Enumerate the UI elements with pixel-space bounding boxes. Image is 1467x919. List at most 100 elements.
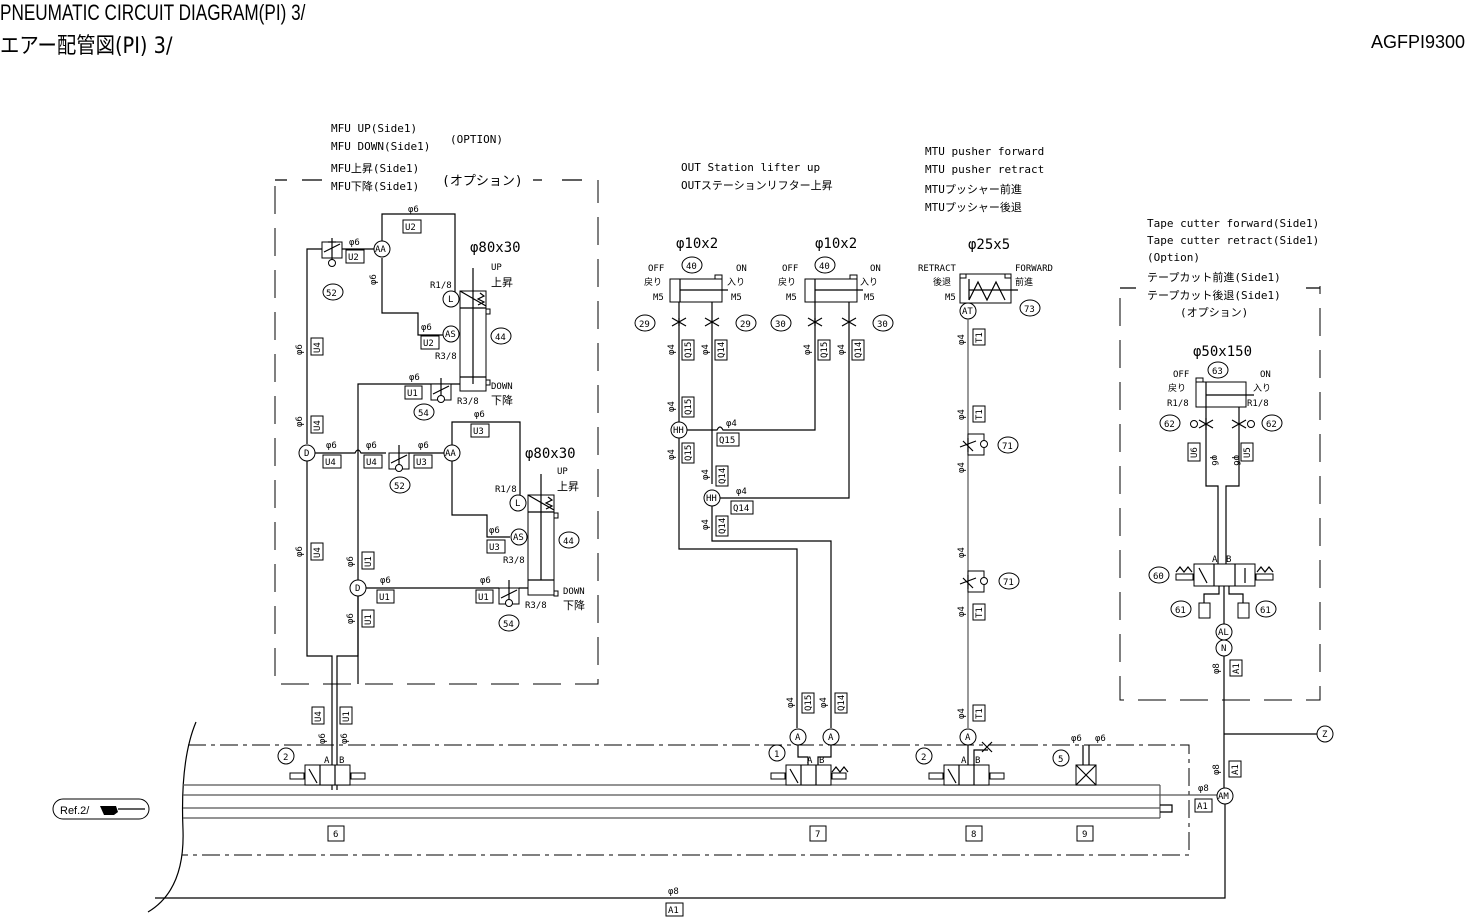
station-8-label: 8 xyxy=(971,830,976,840)
cushion xyxy=(485,308,491,315)
ref-63-label: 63 xyxy=(1212,367,1223,377)
mfu-enclosure xyxy=(274,180,599,685)
tube-tag-u3: U3 xyxy=(489,543,500,553)
tube-tag-u2: U2 xyxy=(348,253,359,263)
tube-tag xyxy=(322,454,342,469)
off-label-jp: 戻り xyxy=(644,276,662,288)
diagram-title-en: PNEUMATIC CIRCUIT DIAGRAM(PI) 3/ xyxy=(0,0,306,25)
tube-size: φ4 xyxy=(736,487,747,497)
mtu-cylinder-size: φ25x5 xyxy=(968,237,1010,253)
tube-tag xyxy=(404,385,423,400)
tape-cutter-group: Tape cutter forward(Side1) Tape cutter r… xyxy=(1119,217,1321,788)
tube-tag-q15: Q15 xyxy=(684,445,694,461)
ref-link-label[interactable]: Ref.2/ xyxy=(60,805,90,817)
ref-30b-label: 30 xyxy=(877,320,888,330)
ref-60-label: 60 xyxy=(1153,572,1164,582)
ref-valve-2a-label: 2 xyxy=(283,753,288,763)
connector-z xyxy=(1316,725,1334,743)
mfu-label-jp-1: MFU上昇(Side1) xyxy=(331,162,419,175)
cylinder-port-side: R3/8 xyxy=(435,352,457,362)
manifold-enclosure xyxy=(182,744,1190,856)
ref-valve-2b xyxy=(915,747,933,765)
ref-valve-2a xyxy=(277,747,295,765)
cylinder-size: φ10x2 xyxy=(676,236,718,252)
tube-tag-u4: U4 xyxy=(325,458,336,468)
mtu-label-jp-1: MTUプッシャー前進 xyxy=(925,182,1022,196)
fitting-as-1-label: AS xyxy=(445,330,456,340)
spring-symbol xyxy=(544,496,554,510)
tube-size: φ6 xyxy=(1231,455,1241,466)
fitting-a-3-label: A xyxy=(965,733,971,743)
ref-44b xyxy=(558,531,580,549)
tube-size: φ6 xyxy=(295,416,305,427)
cushion xyxy=(553,512,559,519)
tube-tag xyxy=(413,454,433,469)
port-b: B xyxy=(819,756,824,766)
port-label: M5 xyxy=(731,293,742,303)
tube-tag xyxy=(716,432,740,447)
document-id: AGFPI9300 xyxy=(1370,32,1465,52)
fitting-as-1 xyxy=(442,325,460,343)
silencer-a xyxy=(1198,602,1211,619)
tube-tag xyxy=(834,692,848,714)
ref-61a xyxy=(1170,600,1192,618)
ref-62a xyxy=(1159,414,1181,432)
tube-tag-q14: Q14 xyxy=(837,695,847,711)
tube-tag xyxy=(1240,442,1254,462)
valve-springs xyxy=(1175,566,1274,573)
tube-size: φ6 xyxy=(1209,455,1219,466)
fitting-aa-1 xyxy=(373,240,391,258)
tube-u2-upper xyxy=(381,213,456,292)
station-7-label: 7 xyxy=(815,830,820,840)
off-label: OFF xyxy=(648,264,664,274)
station-9-tag xyxy=(1076,825,1094,842)
ref-61b xyxy=(1255,600,1277,618)
tube-tag xyxy=(730,500,754,515)
tape-cutter-option-en: (Option) xyxy=(1147,251,1200,264)
port-label: M5 xyxy=(945,293,956,303)
ref-valve-1-label: 1 xyxy=(774,750,779,760)
tube-tag-a1: A1 xyxy=(1197,802,1208,812)
ref-link[interactable]: Ref.2/ xyxy=(52,798,150,820)
ref-40a xyxy=(681,256,703,274)
throttle-symbol xyxy=(959,575,977,589)
ref-link-frame[interactable] xyxy=(52,798,150,820)
fitting-aa-2-label: AA xyxy=(445,449,456,459)
ref-61a-label: 61 xyxy=(1175,606,1186,616)
cushion xyxy=(849,274,858,280)
tube-tag-q14: Q14 xyxy=(718,468,728,484)
tube-tag xyxy=(715,465,729,487)
ref-63 xyxy=(1207,361,1229,379)
tube-tag-q14: Q14 xyxy=(733,504,749,514)
tube-size: φ6 xyxy=(409,373,420,383)
out-station-label-en: OUT Station lifter up xyxy=(681,161,820,174)
tape-cutter-label-jp-2: テープカット後退(Side1) xyxy=(1147,288,1281,302)
ref-valve-5-label: 5 xyxy=(1058,755,1063,765)
cylinder-up-jp: 上昇 xyxy=(557,480,579,493)
throttle-symbol xyxy=(671,317,720,327)
valve-internals xyxy=(1198,564,1246,586)
ref-44b-label: 44 xyxy=(563,537,574,547)
tube-size: φ4 xyxy=(667,401,677,412)
tube-tag-u1: U1 xyxy=(478,593,489,603)
tube-tag xyxy=(972,405,986,423)
block-9-ports xyxy=(1082,745,1090,765)
tape-cutter-enclosure xyxy=(1119,286,1321,701)
tube-tag xyxy=(470,423,490,438)
valve-7-ports xyxy=(797,745,832,765)
tube-tag-u2: U2 xyxy=(423,339,434,349)
tube-size: φ8 xyxy=(1212,764,1222,775)
tube-tag xyxy=(1228,760,1242,778)
manifold-silencer xyxy=(1160,804,1173,813)
tube-tag xyxy=(681,339,695,361)
tube-size: φ8 xyxy=(668,887,679,897)
off-label: OFF xyxy=(782,264,798,274)
cushion xyxy=(1195,377,1204,383)
tube-size: φ4 xyxy=(957,708,967,719)
forward-label-jp: 前進 xyxy=(1015,276,1033,288)
tube-tag xyxy=(851,339,865,361)
tube-tag xyxy=(475,589,494,604)
tube-tag-u4: U4 xyxy=(314,711,324,722)
port-b-label: B xyxy=(1226,555,1231,565)
tube-tag-q14: Q14 xyxy=(854,342,864,358)
